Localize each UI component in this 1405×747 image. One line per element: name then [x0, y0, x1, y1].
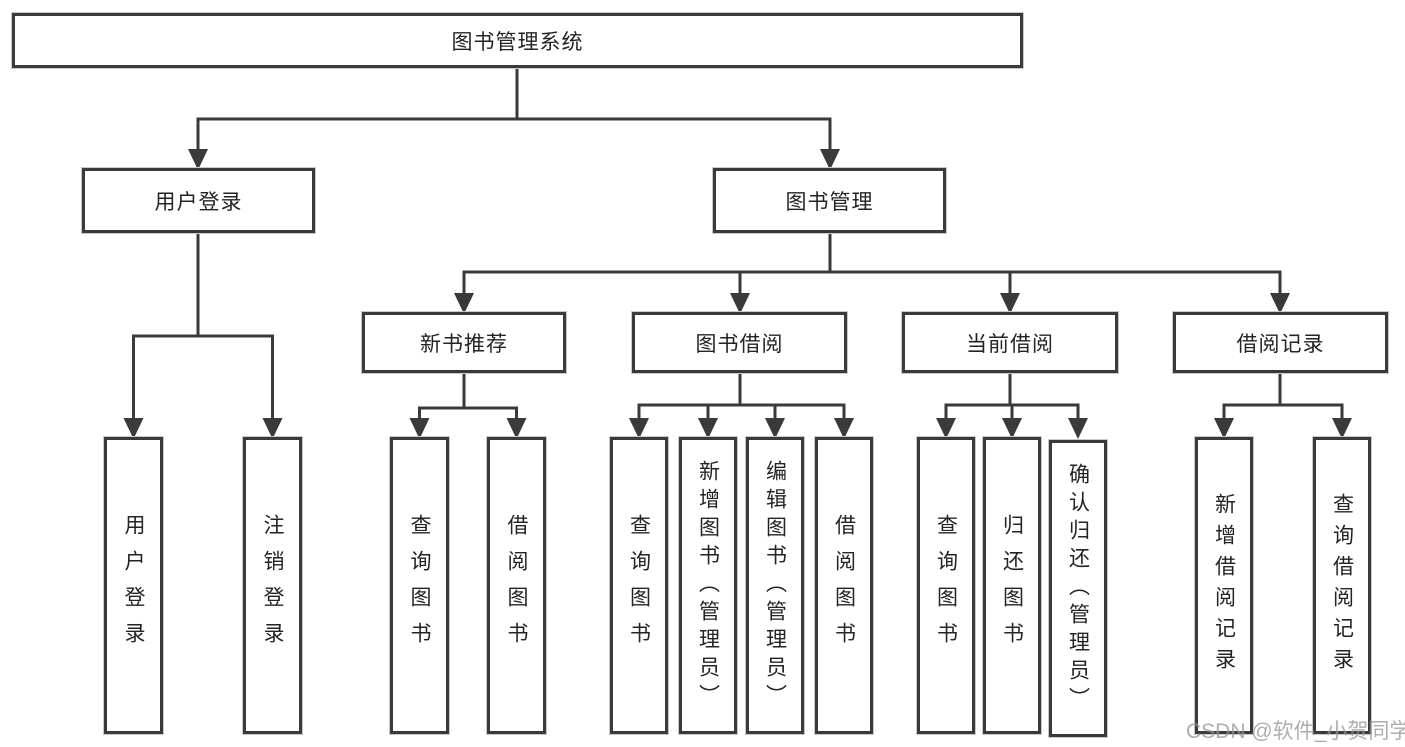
leaf-current-query-books: 查询图书: [917, 437, 975, 734]
leaf-label: 注销登录: [261, 513, 284, 658]
leaf-label: 编辑图书（管理员）: [763, 459, 787, 712]
leaf-label: 查询图书: [627, 513, 651, 658]
leaf-borrow-borrow-books: 借阅图书: [815, 437, 873, 734]
csdn-watermark: CSDN @软件_小贺同学: [1186, 720, 1405, 743]
leaf-borrow-query-books: 查询图书: [610, 437, 668, 734]
leaf-records-query-record: 查询借阅记录: [1313, 437, 1371, 734]
leaf-label: 借阅图书: [505, 513, 528, 658]
leaf-current-return-books: 归还图书: [983, 437, 1041, 734]
leaf-user-login: 用户登录: [104, 437, 163, 734]
node-label: 借阅记录: [1236, 332, 1325, 356]
leaf-newrec-borrow-books: 借阅图书: [487, 437, 546, 734]
leaf-label: 新增借阅记录: [1212, 492, 1236, 679]
node-borrow-records: 借阅记录: [1173, 312, 1388, 373]
leaf-newrec-query-books: 查询图书: [390, 437, 449, 734]
node-book-borrow: 图书借阅: [632, 312, 847, 373]
leaf-label: 借阅图书: [832, 513, 856, 658]
leaf-label: 查询借阅记录: [1330, 492, 1354, 679]
leaf-label: 查询图书: [934, 513, 958, 658]
node-label: 新书推荐: [420, 332, 508, 356]
leaf-label: 用户登录: [122, 513, 145, 658]
node-label: 图书管理系统: [451, 30, 584, 54]
node-root: 图书管理系统: [12, 13, 1023, 68]
leaf-borrow-edit-books-admin: 编辑图书（管理员）: [746, 437, 804, 734]
node-user-login: 用户登录: [82, 168, 315, 233]
leaf-records-add-record: 新增借阅记录: [1195, 437, 1253, 734]
node-label: 图书管理: [785, 190, 874, 214]
node-new-book-recommend: 新书推荐: [362, 312, 566, 373]
leaf-borrow-add-books-admin: 新增图书（管理员）: [679, 437, 737, 734]
leaf-label: 查询图书: [408, 513, 431, 658]
node-book-management: 图书管理: [713, 168, 946, 233]
leaf-current-confirm-return-admin: 确认归还（管理员）: [1049, 440, 1107, 737]
leaf-label: 确认归还（管理员）: [1066, 462, 1090, 715]
leaf-label: 归还图书: [1000, 513, 1024, 658]
leaf-logout: 注销登录: [243, 437, 302, 734]
leaf-label: 新增图书（管理员）: [696, 459, 720, 712]
node-label: 图书借阅: [695, 332, 784, 356]
node-current-borrow: 当前借阅: [902, 312, 1118, 373]
node-label: 用户登录: [154, 190, 243, 214]
node-label: 当前借阅: [966, 332, 1054, 356]
